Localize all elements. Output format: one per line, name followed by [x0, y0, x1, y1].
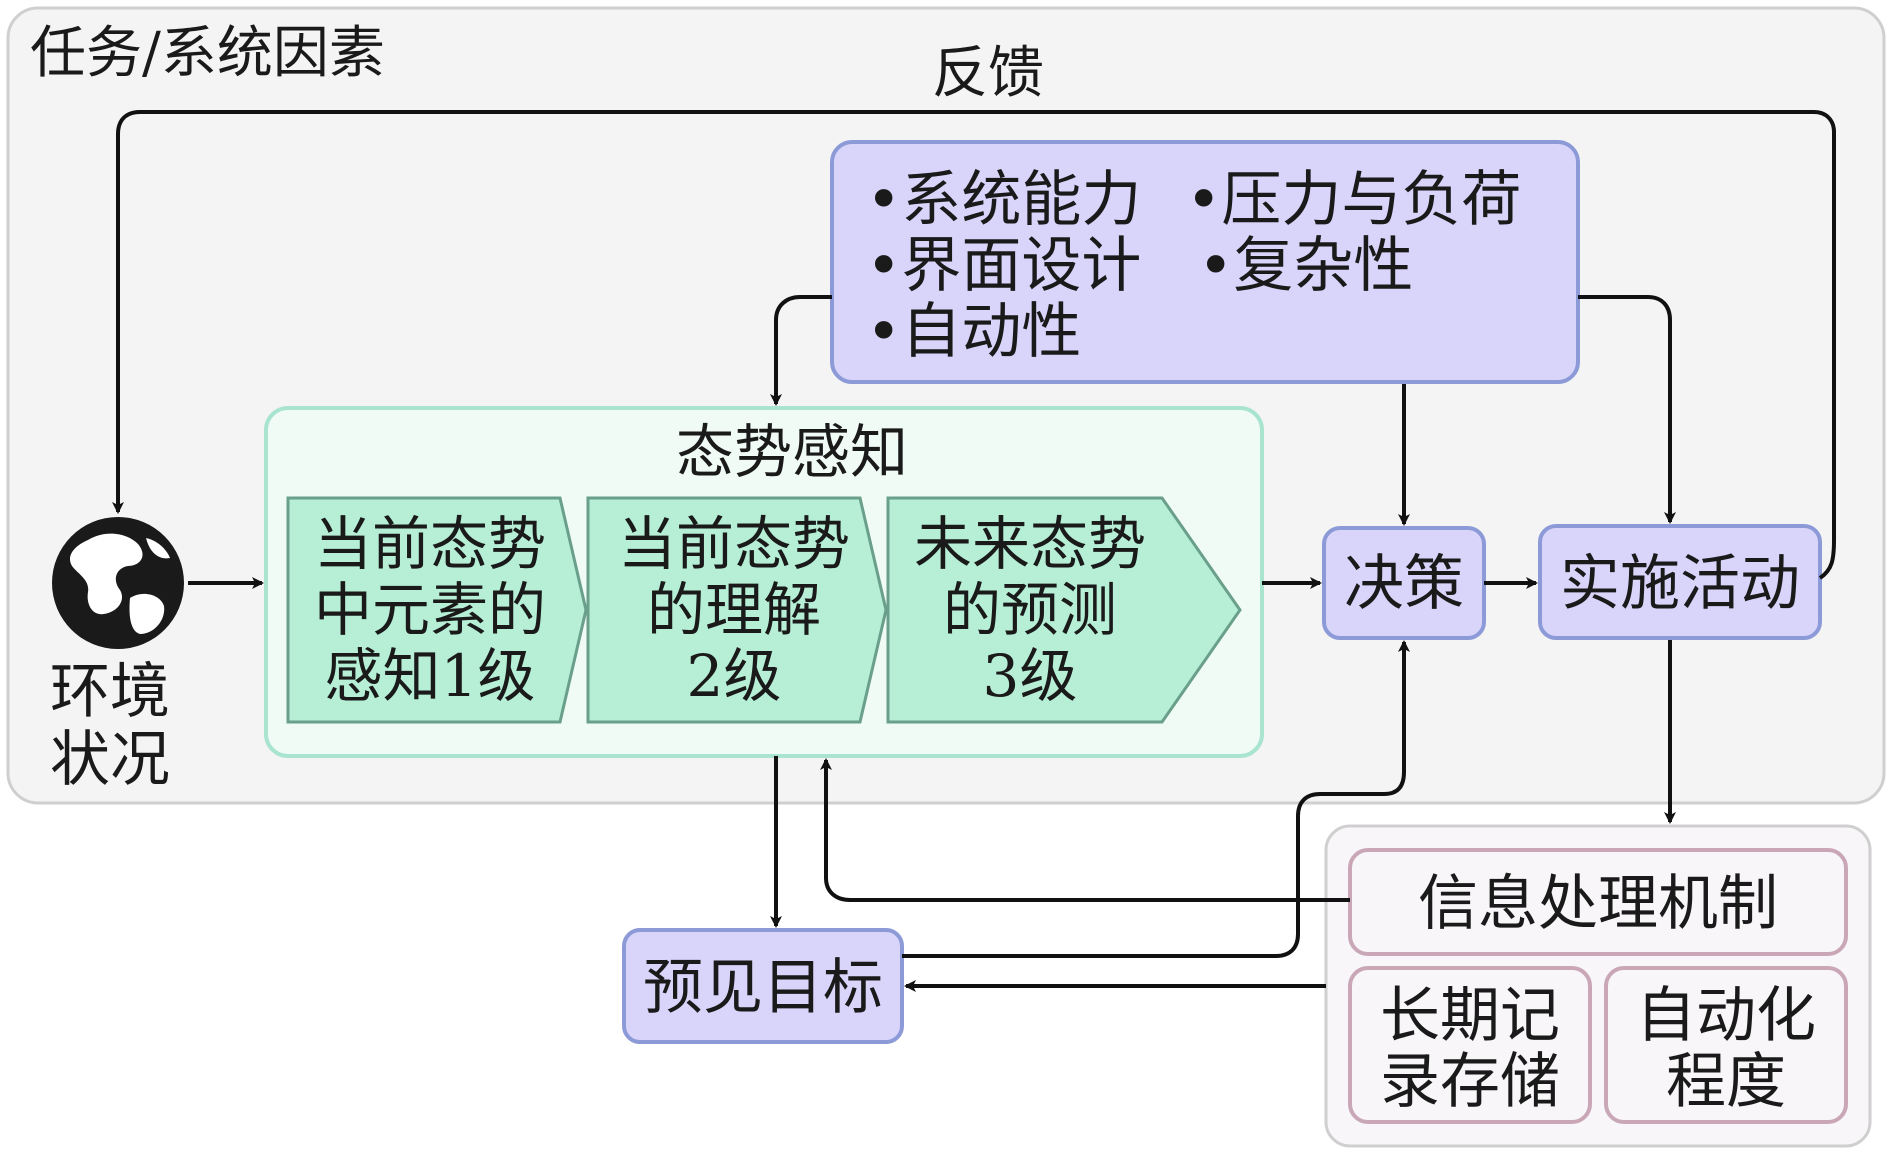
- info-mechanism-title: 信息处理机制: [1418, 869, 1778, 939]
- feedback-arrow: [112, 110, 1836, 580]
- factors-to-action-arrow: [1578, 295, 1676, 524]
- level1-line2: 中元素的: [314, 576, 546, 644]
- action-box: [1538, 524, 1822, 640]
- level1-line3: 感知1级: [325, 642, 536, 710]
- automation-line1: 自动化: [1636, 981, 1816, 1051]
- environment-label-line2: 状况: [50, 725, 170, 795]
- factor-complexity: •复杂性: [1198, 231, 1413, 301]
- factor-automation: •自动性: [866, 297, 1081, 367]
- outer-title: 任务/系统因素: [30, 21, 385, 86]
- level3-line3: 3级: [983, 642, 1078, 710]
- environment-label-line1: 环境: [50, 657, 170, 727]
- factors-to-sa-arrow: [770, 295, 832, 406]
- goals-box: [622, 928, 904, 1044]
- level2-line2: 的理解: [647, 576, 821, 644]
- goals-to-decision-arrow: [902, 640, 1410, 958]
- memory-box: [1348, 966, 1592, 1124]
- level3-line1: 未来态势: [914, 510, 1146, 578]
- level3-line2: 的预测: [943, 576, 1117, 644]
- action-label: 实施活动: [1560, 549, 1800, 619]
- globe-icon: [52, 517, 184, 649]
- factor-stress-workload: •压力与负荷: [1186, 165, 1521, 235]
- level2-line1: 当前态势: [618, 510, 850, 578]
- feedback-label: 反馈: [932, 41, 1044, 106]
- goals-label: 预见目标: [643, 953, 883, 1023]
- level2-line3: 2级: [687, 642, 782, 710]
- level1-chevron: [286, 496, 588, 724]
- factor-system-capability: •系统能力: [866, 165, 1141, 235]
- info-to-sa-arrow: [820, 758, 1350, 902]
- factor-interface-design: •界面设计: [866, 231, 1141, 301]
- level3-chevron: [886, 496, 1242, 724]
- level1-line1: 当前态势: [314, 510, 546, 578]
- situation-awareness-title: 态势感知: [676, 418, 908, 486]
- decision-label: 决策: [1344, 549, 1464, 619]
- factors-box: [830, 140, 1580, 384]
- connectors: [112, 110, 1836, 992]
- memory-line1: 长期记: [1380, 981, 1560, 1051]
- memory-line2: 录存储: [1380, 1047, 1560, 1117]
- automation-line2: 程度: [1666, 1047, 1786, 1117]
- automation-box: [1604, 966, 1848, 1124]
- level2-chevron: [586, 496, 888, 724]
